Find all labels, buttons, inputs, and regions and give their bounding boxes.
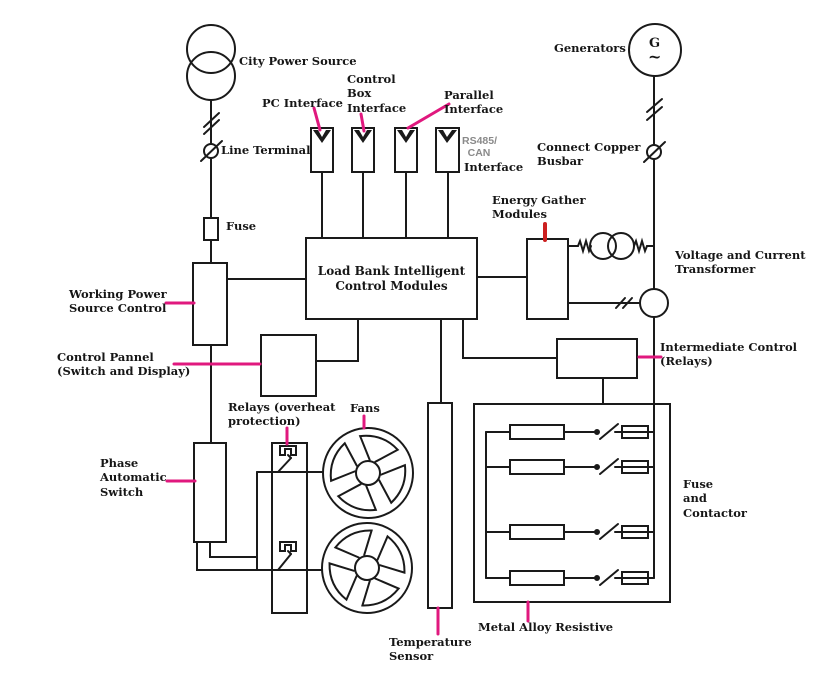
parallel-interface-arrow xyxy=(406,102,451,130)
generator-wave-icon: ~ xyxy=(648,47,662,66)
label-rs485-interface: Interface xyxy=(464,160,524,174)
label-generators: Generators xyxy=(554,41,626,55)
intermediate-control-box xyxy=(556,338,638,379)
relay-icon xyxy=(277,445,297,473)
resistor-icon xyxy=(509,459,565,475)
relay-icon xyxy=(277,541,297,571)
rs485-connector-icon xyxy=(435,127,460,173)
control-panel-box xyxy=(260,334,317,397)
contactor-switch-icon xyxy=(599,458,619,475)
label-rs485-can: RS485/ CAN xyxy=(462,135,498,160)
label-fuse-and-contactor: Fuse and Contactor xyxy=(683,477,747,520)
fuse-icon xyxy=(203,217,219,241)
power-feeder-left xyxy=(203,99,220,219)
label-relays-overheat: Relays (overheat protection) xyxy=(228,400,336,429)
fuse-element-icon xyxy=(621,425,649,439)
relay-box xyxy=(271,442,308,614)
label-control-box-interface: Control Box Interface xyxy=(347,72,407,115)
resistor-row xyxy=(485,423,655,440)
parallel-connector-icon xyxy=(394,127,418,173)
fuse-element-icon xyxy=(621,460,649,474)
label-voltage-current-transformer: Voltage and Current Transformer xyxy=(675,248,806,277)
label-intermediate-control: Intermediate Control (Relays) xyxy=(660,340,798,369)
label-load-bank-modules: Load Bank Intelligent Control Modules xyxy=(317,263,466,293)
pc-connector-icon xyxy=(310,127,334,173)
city-transformer-icon xyxy=(186,24,236,101)
label-fans: Fans xyxy=(350,401,380,415)
line-terminal-icon xyxy=(200,140,223,162)
label-connect-copper-busbar: Connect Copper Busbar xyxy=(537,140,641,169)
generator-letter: G xyxy=(649,36,661,51)
resistor-row xyxy=(485,523,655,540)
label-city-power-source: City Power Source xyxy=(239,54,357,68)
control-box-connector-icon xyxy=(351,127,375,173)
label-temperature-sensor: Temperature Sensor xyxy=(389,635,472,664)
label-control-pannel: Control Pannel (Switch and Display) xyxy=(57,350,191,379)
busbar-terminal-icon xyxy=(643,141,666,163)
resistor-icon xyxy=(509,424,565,440)
label-parallel-interface: Parallel Interface xyxy=(444,88,504,117)
busbar-line-right xyxy=(646,75,663,405)
wires-phase-to-fans xyxy=(196,471,324,571)
label-phase-automatic-switch: Phase Automatic Switch xyxy=(100,456,167,499)
fan-icon xyxy=(321,522,413,614)
fan-icon xyxy=(322,427,414,519)
wire-loadbank-to-intermediate xyxy=(462,318,558,359)
voltage-transformer-icon xyxy=(567,288,669,318)
load-bank-box xyxy=(305,237,478,320)
control-box-arrow xyxy=(359,112,366,133)
fuse-element-icon xyxy=(621,525,649,539)
contactor-switch-icon xyxy=(599,569,619,586)
current-transformer-icon xyxy=(567,232,655,260)
energy-gather-box xyxy=(526,238,569,320)
wires-connectors-to-loadbank xyxy=(321,171,449,239)
label-fuse: Fuse xyxy=(226,219,257,233)
label-working-power-source-control: Working Power Source Control xyxy=(69,287,167,316)
resistor-row xyxy=(485,458,655,475)
resistor-icon xyxy=(509,524,565,540)
resistor-icon xyxy=(509,570,565,586)
label-metal-alloy-resistive: Metal Alloy Resistive xyxy=(478,620,614,634)
label-line-terminal: Line Terminal xyxy=(221,143,311,157)
fuse-element-icon xyxy=(621,571,649,585)
pc-interface-arrow xyxy=(312,106,322,132)
label-pc-interface: PC Interface xyxy=(262,96,343,110)
temperature-sensor-box xyxy=(427,402,453,609)
phase-switch-box xyxy=(193,442,227,543)
contactor-switch-icon xyxy=(599,523,619,540)
resistor-row xyxy=(485,569,655,586)
label-energy-gather-modules: Energy Gather Modules xyxy=(492,193,586,222)
wire-panel-to-loadbank xyxy=(315,318,359,362)
working-power-box xyxy=(192,262,228,346)
contactor-switch-icon xyxy=(599,423,619,440)
